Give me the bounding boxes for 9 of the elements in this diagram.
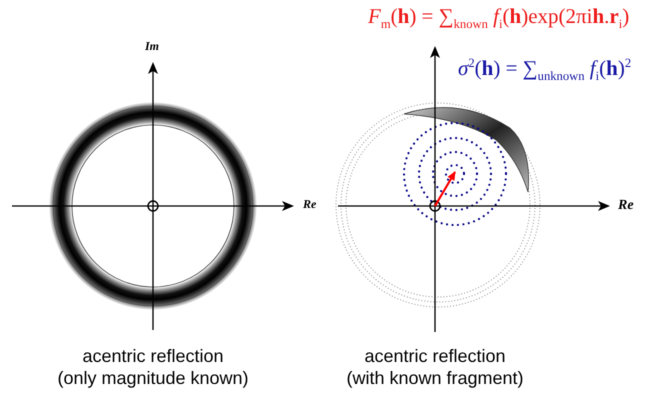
- formula-text: σ$^{2}$(h) = ∑$_{unknown}$ f$_{i}$(h)$^{2}$: [458, 56, 632, 84]
- axis-label: Re: [618, 198, 634, 214]
- caption-text: (only magnitude known): [57, 368, 249, 389]
- caption-text: acentric reflection: [364, 346, 506, 367]
- formula-text: F$_{m}$(h) = ∑$_{known}$ f$_{i}$(h)exp(2πih.r$_{i}$): [368, 4, 630, 32]
- caption-text: (with known fragment): [346, 368, 524, 389]
- axis-label: Re: [303, 198, 316, 212]
- axis-label: Im: [145, 40, 160, 54]
- caption-text: acentric reflection: [82, 346, 224, 367]
